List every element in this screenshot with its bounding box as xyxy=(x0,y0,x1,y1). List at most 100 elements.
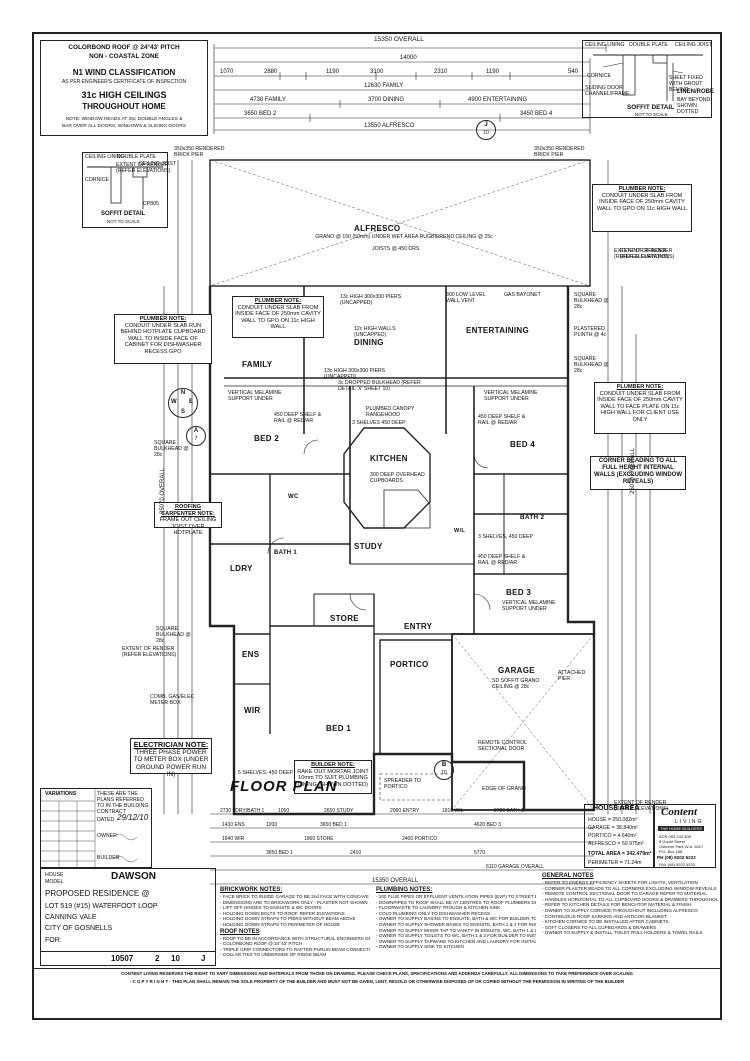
bdim-2-1: 1200 xyxy=(266,822,278,828)
dim-left-overall: 25070 OVERALL xyxy=(160,467,166,514)
label-garage-roof: SD SOFFIT GRANO CEILING @ 28c xyxy=(492,678,540,690)
plumbing-notes: PLUMBING NOTES: - 100 FLUE PIPES OR EFFL… xyxy=(376,886,536,950)
label-melamine-1: VERTICAL MELAMINE SUPPORT UNDER xyxy=(228,390,282,402)
label-shelves: 3 SHELVES 450 DEEP xyxy=(352,420,406,426)
dim-row-2-3: 3100 xyxy=(370,69,384,75)
compass: N S W E xyxy=(168,388,198,418)
brickwork-item: - HOLDING DOWN BOLTS TO ROOF, REFER ELEV… xyxy=(220,910,345,916)
external-right-1: EXTENT OF RENDER (REFER ELEVATIONS) xyxy=(620,248,675,260)
section-mark-a-letter: A xyxy=(193,428,199,434)
header-notes-box: COLORBOND ROOF @ 24°43' PITCH NON - COAS… xyxy=(40,40,208,136)
corner-note-body: CORNER BEADING TO ALL FULL HEIGHT INTERN… xyxy=(594,458,682,485)
brickwork-item: - FACE BRICK TO INSIDE GARAGE TO BE 2nd … xyxy=(220,894,370,899)
compass-e: E xyxy=(189,399,194,405)
plumbing-item: - COLD PLUMBING ONLY TO DISHWASHER RECES… xyxy=(376,910,491,916)
brickwork-title: BRICKWORK NOTES: xyxy=(220,887,283,893)
company-phone: PH (08) 9202 5222 xyxy=(657,855,696,860)
room-portico: PORTICO xyxy=(390,660,429,669)
label-low-level: 300 LOW LEVEL WALL VENT xyxy=(446,292,486,304)
room-wir: WIR xyxy=(244,706,261,715)
label-dropped: 3c DROPPED BULKHEAD (REFER DETAIL 'X' SH… xyxy=(338,380,421,392)
room-ldry: LDRY xyxy=(230,564,253,573)
soffit-detail-left: CEILING LINING DOUBLE PLATE CEILING JOIS… xyxy=(82,152,176,228)
soffit-l-label-4: CP805 xyxy=(143,201,159,207)
room-bath1: BATH 1 xyxy=(274,550,298,556)
house-area-house: HOUSE = 250.082m² xyxy=(588,817,638,823)
roof-notes-title: ROOF NOTES xyxy=(220,928,260,935)
company-tag: THE HOME BUILDERS xyxy=(658,826,705,831)
soffit-detail-right: CEILING LINING DOUBLE PLATE CEILING JOIS… xyxy=(582,40,714,118)
company-address-3: P.O. Box 168 xyxy=(659,849,683,854)
window-note-1: NOTE: WINDOW HEADS AT 25c DOUBLE ANGLES … xyxy=(65,117,183,122)
plumber-note-left-body: CONDUIT UNDER SLAB RUN BEHIND HOTPLATE C… xyxy=(120,322,206,355)
dim-row-4-1: 3450 BED 4 xyxy=(520,111,553,117)
builder-note-body: RAKE OUT MORTAR JOINT 10mm TO SUIT PLUMB… xyxy=(297,768,369,788)
bdim-4-0: 3650 BED 1 xyxy=(266,850,293,856)
section-mark-b-letter: B xyxy=(441,762,447,768)
company-logo-sub: LIVING xyxy=(675,819,704,825)
plumber-note-center-body: CONDUIT UNDER SLAB FROM INSIDE FACE OF 2… xyxy=(235,304,321,331)
project-job: 10507 xyxy=(111,954,134,963)
roofing-note-body: FRAME OUT CEILING JOIST OVER HOTPLATE xyxy=(159,517,217,537)
roof-item: - ROOF TO BE IN ACCORDANCE WITH STRUCTUR… xyxy=(220,935,370,941)
copyright-line-1: CONTENT LIVING RESERVES THE RIGHT TO VAR… xyxy=(121,971,633,976)
roof-item: - COLLAR TIES TO UNDERSIDE OF RIDGE BEAM xyxy=(220,952,327,958)
label-attached: ATTACHED PIER xyxy=(558,670,586,682)
plumbing-item: - 100 FLUE PIPES OR EFFLUENT VENTILATION… xyxy=(376,894,536,899)
plumber-note-right-2-body: CONDUIT UNDER SLAB FROM INSIDE FACE OF 2… xyxy=(597,390,683,423)
roofing-note-title: ROOFING CARPENTER NOTE: xyxy=(161,504,215,517)
general-item: - REMOTE CONTROL SECTIONAL DOOR TO GARAG… xyxy=(542,891,707,897)
general-item: - CONTINUOUS ROOF SARKING AND ANTICON BL… xyxy=(542,913,667,919)
variations-owner: OWNER xyxy=(97,833,117,839)
label-bulkhead-1: SQUARE BULKHEAD @ 28c xyxy=(574,292,609,310)
room-wc: WC xyxy=(288,494,299,500)
soffit-l-label-0: CEILING LINING xyxy=(85,154,125,160)
soffit-r-label-0: CEILING LINING xyxy=(585,42,625,48)
soffit-l-label-3: CORNICE xyxy=(85,177,109,183)
project-proposed: PROPOSED RESIDENCE @ xyxy=(45,889,150,898)
general-item: - OWNER TO SUPPLY CORNICE THROUGHOUT INC… xyxy=(542,907,698,913)
general-item: - CORNER PLASTER BEADS TO ALL CORNERS EX… xyxy=(542,885,717,891)
section-mark-a: A 7 xyxy=(186,426,206,446)
room-ens: ENS xyxy=(242,650,260,659)
general-item: - REFER TO ENERGY EFFICIENCY SHEETS FOR … xyxy=(542,880,698,885)
project-box: HOUSE MODEL DAWSON PROPOSED RESIDENCE @ … xyxy=(40,868,216,966)
room-dining: DINING xyxy=(354,338,384,347)
company-address-1: 8 Gould Street xyxy=(659,839,685,844)
bdim-1-4: 1810 WIL xyxy=(442,808,464,814)
bdim-4-1: 2410 xyxy=(350,850,362,856)
bdim-1-5: 2720 BATH 2 xyxy=(494,808,524,814)
brickwork-item: - HOLDING DOWN STRAPS TO PIERS WITHOUT B… xyxy=(220,916,356,922)
plumbing-item: - OWNER TO SUPPLY TOILETS TO WC, BATH 1 … xyxy=(376,933,536,939)
label-shelf-2: 450 DEEP SHELF & RAIL @ RED/AR xyxy=(478,414,526,426)
soffit-r-label-2: CEILING JOIST xyxy=(675,42,712,48)
section-mark-j: J 10 xyxy=(476,120,496,140)
house-area-total: TOTAL AREA = 342.479m² xyxy=(588,851,652,857)
soffit-l-sub: NOT TO SCALE xyxy=(107,219,140,224)
external-left-2: EXTENT OF RENDER (REFER ELEVATIONS) xyxy=(122,646,177,658)
plumbing-item: - OWNER TO SUPPLY TAPWARE TO KITCHEN AND… xyxy=(376,938,536,944)
label-meter: COMB. GAS/ELEC METER BOX xyxy=(150,694,195,706)
room-garage: GARAGE xyxy=(498,666,535,675)
bdim-4-2: 5770 xyxy=(474,850,486,856)
label-shelves-3: 3 SHELVES, 450 DEEP xyxy=(478,534,533,540)
project-sheet: 2 xyxy=(155,954,160,963)
room-bed4: BED 4 xyxy=(510,440,536,449)
floor-plan-walls xyxy=(163,159,651,885)
external-right-2: EXTENT OF RENDER (REFER ELEVATIONS) xyxy=(614,800,669,812)
bdim-2-0: 1430 ENS xyxy=(222,822,245,828)
bdim-1-2: 2650 STUDY xyxy=(324,808,354,814)
house-area-alfresco: ALFRESCO = 50.975m² xyxy=(588,841,644,847)
drawing-sheet: COLORBOND ROOF @ 24°43' PITCH NON - COAS… xyxy=(32,32,722,1020)
soffit-l-title: SOFFIT DETAIL xyxy=(101,211,146,217)
corner-note: CORNER BEADING TO ALL FULL HEIGHT INTERN… xyxy=(590,456,686,490)
label-bulkhead-2: SQUARE BULKHEAD @ 28c xyxy=(574,356,609,374)
label-canopy: PLUMBED CANOPY RANGEHOOD xyxy=(366,406,415,418)
brickwork-notes: BRICKWORK NOTES: - FACE BRICK TO INSIDE … xyxy=(220,886,370,958)
dim-row-4-0: 3650 BED 2 xyxy=(244,111,277,117)
dim-row-2-0: 1070 xyxy=(220,69,234,75)
room-bed2: BED 2 xyxy=(254,434,280,443)
project-city: CITY OF GOSNELLS xyxy=(45,925,113,932)
wind-sub-note: AS PER ENGINEER'S CERTIFICATE OF INSPECT… xyxy=(61,79,187,85)
general-item: - OWNER TO SUPPLY & INSTALL TOILET ROLL … xyxy=(542,930,703,936)
